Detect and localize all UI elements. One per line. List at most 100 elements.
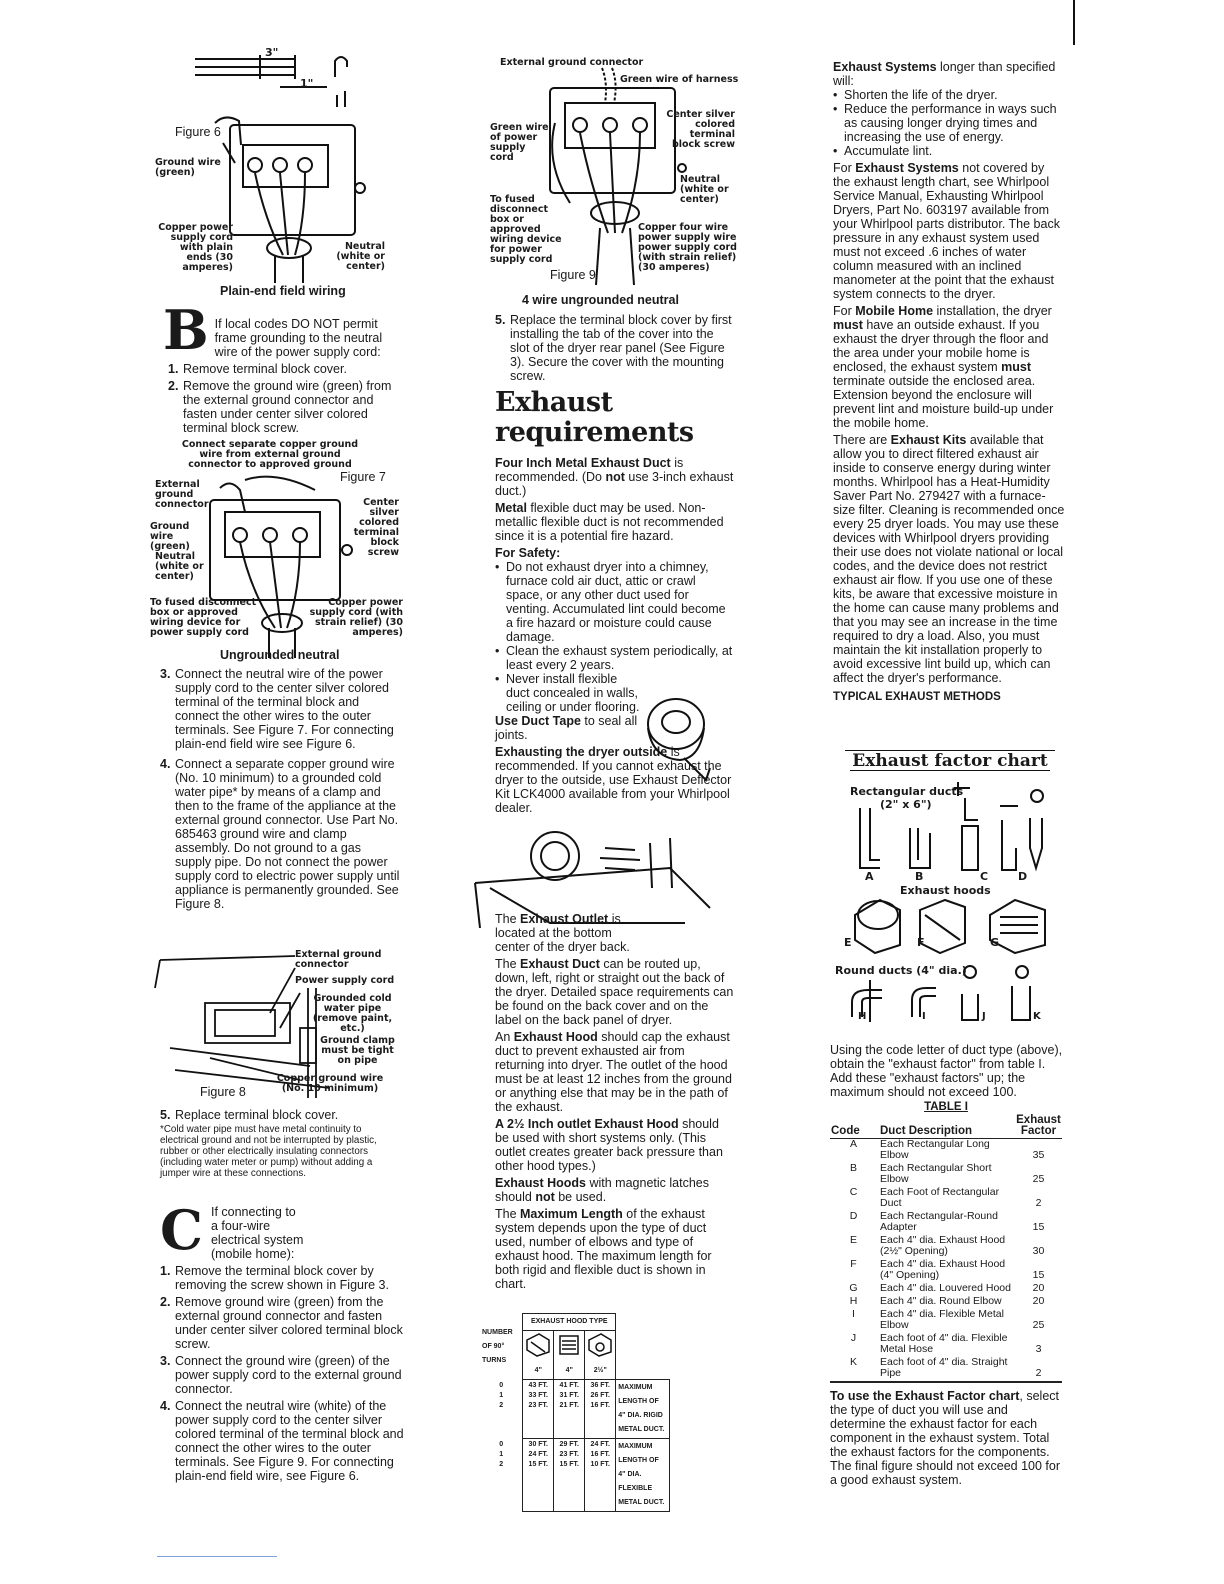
- fig6-dim-3: 3": [265, 46, 279, 59]
- use-chart-para: To use the Exhaust Factor chart, select …: [830, 1389, 1061, 1487]
- section-c-step-2: 2.Remove ground wire (green) from the ex…: [160, 1295, 403, 1351]
- round-letter-i: I: [922, 1011, 926, 1022]
- fig9-title: 4 wire ungrounded neutral: [522, 293, 679, 307]
- fig9-neutral-label: Neutral (white or center): [680, 174, 729, 205]
- turns-header: NUMBER OF 90° TURNS: [482, 1328, 513, 1364]
- table-1-title: TABLE I: [924, 1101, 968, 1113]
- safety-item-2: Clean the exhaust system periodically, a…: [495, 644, 735, 672]
- using-code-para: Using the code letter of duct type (abov…: [830, 1043, 1063, 1099]
- round-letter-k: K: [1033, 1011, 1041, 1022]
- safety-list: Do not exhaust dryer into a chimney, fur…: [495, 560, 735, 714]
- hood-col-1: 4": [522, 1330, 555, 1380]
- page-edge-mark: [1073, 0, 1075, 45]
- fig8-caption: Figure 8: [200, 1085, 246, 1099]
- hood-letter-g: G: [990, 936, 1000, 949]
- col3-text: Exhaust Systems longer than specified wi…: [833, 60, 1065, 707]
- hood-2-5in-icon: [588, 1333, 613, 1357]
- not-covered-para: For Exhaust Systems not covered by the e…: [833, 161, 1060, 301]
- th-factor: Exhaust Factor: [1015, 1114, 1062, 1139]
- section-b: B If local codes DO NOT permit frame gro…: [163, 298, 408, 438]
- safety-item-1: Do not exhaust dryer into a chimney, fur…: [495, 560, 735, 644]
- fig9-center-label: Center silver colored terminal block scr…: [666, 109, 735, 150]
- metal-duct-para: Four Inch Metal Exhaust Duct is recommen…: [495, 456, 734, 498]
- outlet-para: The Exhaust Outlet is located at the bot…: [495, 912, 630, 954]
- col2-step-5: 5.Replace the terminal block cover by fi…: [490, 313, 735, 386]
- section-c: C If connecting to a four-wire electrica…: [160, 1198, 405, 1486]
- step-4: 4.Connect a separate copper ground wire …: [160, 757, 400, 911]
- exhaust-factor-chart: Exhaust factor chart: [845, 750, 1055, 771]
- fig8-copper-label: Copper ground wire (No. 10 minimum): [276, 1073, 384, 1094]
- hood-col-2: 4": [553, 1330, 586, 1380]
- figure-6-diagram: [195, 55, 366, 283]
- step-3: 3.Connect the neutral wire of the power …: [160, 667, 394, 751]
- fig7-ground-label: Ground wire (green): [150, 521, 190, 552]
- for-safety: For Safety:: [495, 546, 561, 560]
- fig8-pipe-label: Grounded cold water pipe (remove paint, …: [312, 993, 393, 1034]
- longer-item-2: Reduce the performance in ways such as c…: [833, 102, 1065, 144]
- figure-9-diagram: [549, 67, 687, 286]
- exhaust-hood-para: An Exhaust Hood should cap the exhaust d…: [495, 1030, 732, 1114]
- step-5: 5.Replace terminal block cover.: [155, 1108, 400, 1125]
- section-b-letter: B: [163, 298, 209, 362]
- section-c-intro: If connecting to a four-wire electrical …: [210, 1205, 304, 1261]
- exhaust-hoods-label: Exhaust hoods: [900, 884, 991, 897]
- round-letter-j: J: [982, 1011, 986, 1022]
- round-ducts-diagram: [851, 965, 1031, 1022]
- fig6-neutral-label: Neutral (white or center): [336, 241, 385, 272]
- rigid-col-3: 36 FT.26 FT.16 FT.: [584, 1379, 617, 1439]
- longer-item-1: Shorten the life of the dryer.: [833, 88, 1065, 102]
- figure-7-diagram: [209, 475, 353, 658]
- flex-note: MAXIMUM LENGTH OF 4" DIA. FLEXIBLE METAL…: [615, 1438, 670, 1512]
- figure-8: External ground connector Power supply c…: [150, 948, 405, 1103]
- fig6-ground-label: Ground wire (green): [155, 157, 221, 178]
- duct-letter-d: D: [1018, 870, 1028, 883]
- fig7-fused-label: To fused disconnect box or approved wiri…: [150, 597, 257, 638]
- fig6-title: Plain-end field wiring: [220, 284, 346, 298]
- fig9-ext-label: External ground connector: [500, 57, 644, 68]
- magnetic-para: Exhaust Hoods with magnetic latches shou…: [495, 1176, 709, 1204]
- th-code: Code: [830, 1114, 877, 1139]
- fig9-copper-label: Copper four wire power supply wire power…: [638, 222, 737, 273]
- fig8-power-label: Power supply cord: [295, 975, 395, 986]
- exhaust-duct-para: The Exhaust Duct can be routed up, down,…: [495, 957, 734, 1027]
- figure-8-diagram: [154, 955, 331, 1098]
- hood-letter-f: F: [917, 936, 925, 949]
- outlet-section: The Exhaust Outlet is located at the bot…: [495, 912, 735, 1294]
- steps-3-4: 3.Connect the neutral wire of the power …: [155, 667, 400, 914]
- duct-letter-a: A: [865, 870, 874, 883]
- section-c-letter: C: [160, 1198, 203, 1262]
- exhaust-hoods-diagram: [854, 898, 1046, 955]
- duct-tape-para: Use Duct Tape to seal all joints.: [495, 714, 638, 742]
- chart-title: Exhaust factor chart: [852, 751, 1048, 771]
- rigid-col-1: 43 FT.33 FT.23 FT.: [522, 1379, 555, 1439]
- hood-length-table: NUMBER OF 90° TURNS EXHAUST HOOD TYPE 4"…: [480, 1313, 670, 1512]
- fig7-neutral-label: Neutral (white or center): [155, 551, 204, 582]
- section-b-step-1: 1.Remove terminal block cover.: [168, 362, 347, 376]
- bottom-rule: [157, 1556, 277, 1557]
- longer-list: Shorten the life of the dryer. Reduce th…: [833, 88, 1065, 158]
- outside-para: Exhausting the dryer outside is recommen…: [495, 745, 732, 815]
- footnote: *Cold water pipe must have metal continu…: [160, 1124, 377, 1179]
- rect-ducts-dim: (2" x 6"): [880, 798, 932, 811]
- figure-6: 3" 1" Figure 6 Ground wire (green) Coppe…: [155, 45, 405, 300]
- safety-item-3: Never install flexible duct concealed in…: [495, 672, 735, 714]
- hood-letter-e: E: [844, 936, 852, 949]
- fig7-copper-label: Copper power supply cord (with strain re…: [309, 597, 403, 638]
- rigid-col-2: 41 FT.31 FT.21 FT.: [553, 1379, 586, 1439]
- fig9-caption: Figure 9: [550, 268, 596, 282]
- table-1: TABLE I Code Duct Description Exhaust Fa…: [830, 1100, 1062, 1490]
- max-length-para: The Maximum Length of the exhaust system…: [495, 1207, 712, 1291]
